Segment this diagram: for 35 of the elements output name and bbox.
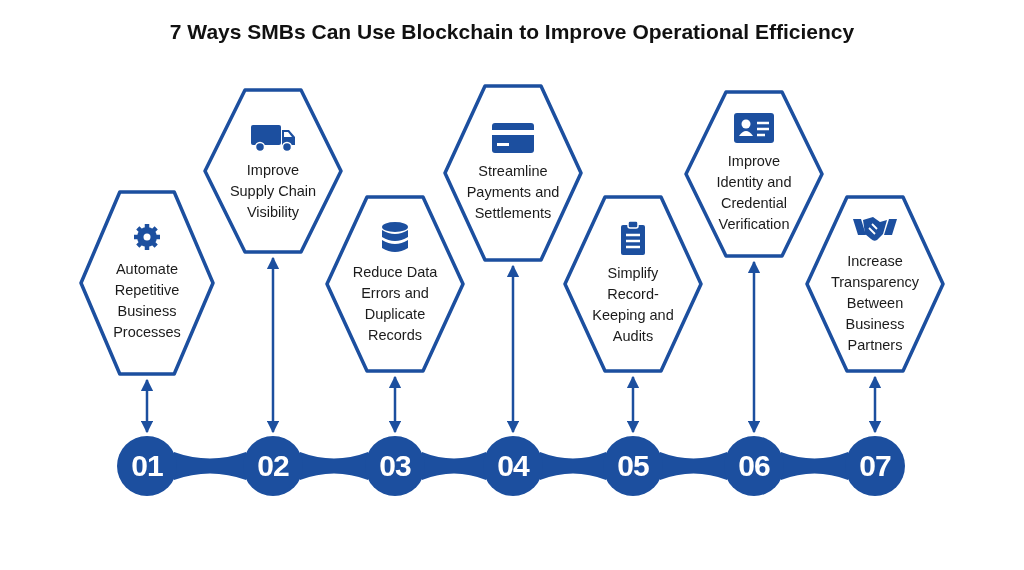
number-circle: 05 xyxy=(603,436,663,496)
connector-band xyxy=(300,452,368,480)
hexagon-box xyxy=(805,195,945,373)
number-circle: 06 xyxy=(724,436,784,496)
number-circle: 04 xyxy=(483,436,543,496)
hexagon-box xyxy=(563,195,703,373)
hexagon-box xyxy=(443,84,583,262)
hexagon-box xyxy=(203,88,343,254)
double-arrow xyxy=(626,375,640,434)
step-text: Improve Supply Chain Visibility xyxy=(228,160,318,222)
double-arrow xyxy=(140,378,154,434)
double-arrow xyxy=(266,256,280,434)
number-circle: 07 xyxy=(845,436,905,496)
number-circle: 02 xyxy=(243,436,303,496)
step-text: Increase Transparency Between Business Partners xyxy=(829,251,921,355)
double-arrow xyxy=(868,375,882,434)
connector-band xyxy=(540,452,606,480)
double-arrow xyxy=(388,375,402,434)
number-circle: 01 xyxy=(117,436,177,496)
step-text: Simplify Record-Keeping and Audits xyxy=(591,264,675,346)
hexagon-box xyxy=(325,195,465,373)
double-arrow xyxy=(747,260,761,434)
connector-band xyxy=(781,452,848,480)
number-circle: 03 xyxy=(365,436,425,496)
step-text: Improve Identity and Credential Verification xyxy=(715,152,793,234)
hexagon-box xyxy=(79,190,215,376)
connector-band xyxy=(422,452,486,480)
step-text: Automate Repetitive Business Processes xyxy=(112,260,182,342)
step-text: Streamline Payments and Settlements xyxy=(465,161,561,223)
title: 7 Ways SMBs Can Use Blockchain to Improve Operational Efficiency xyxy=(168,20,856,44)
step-text: Reduce Data Errors and Duplicate Records xyxy=(351,263,439,345)
connector-band xyxy=(660,452,727,480)
connector-band xyxy=(174,452,246,480)
hexagon-box xyxy=(684,90,824,258)
double-arrow xyxy=(506,264,520,434)
